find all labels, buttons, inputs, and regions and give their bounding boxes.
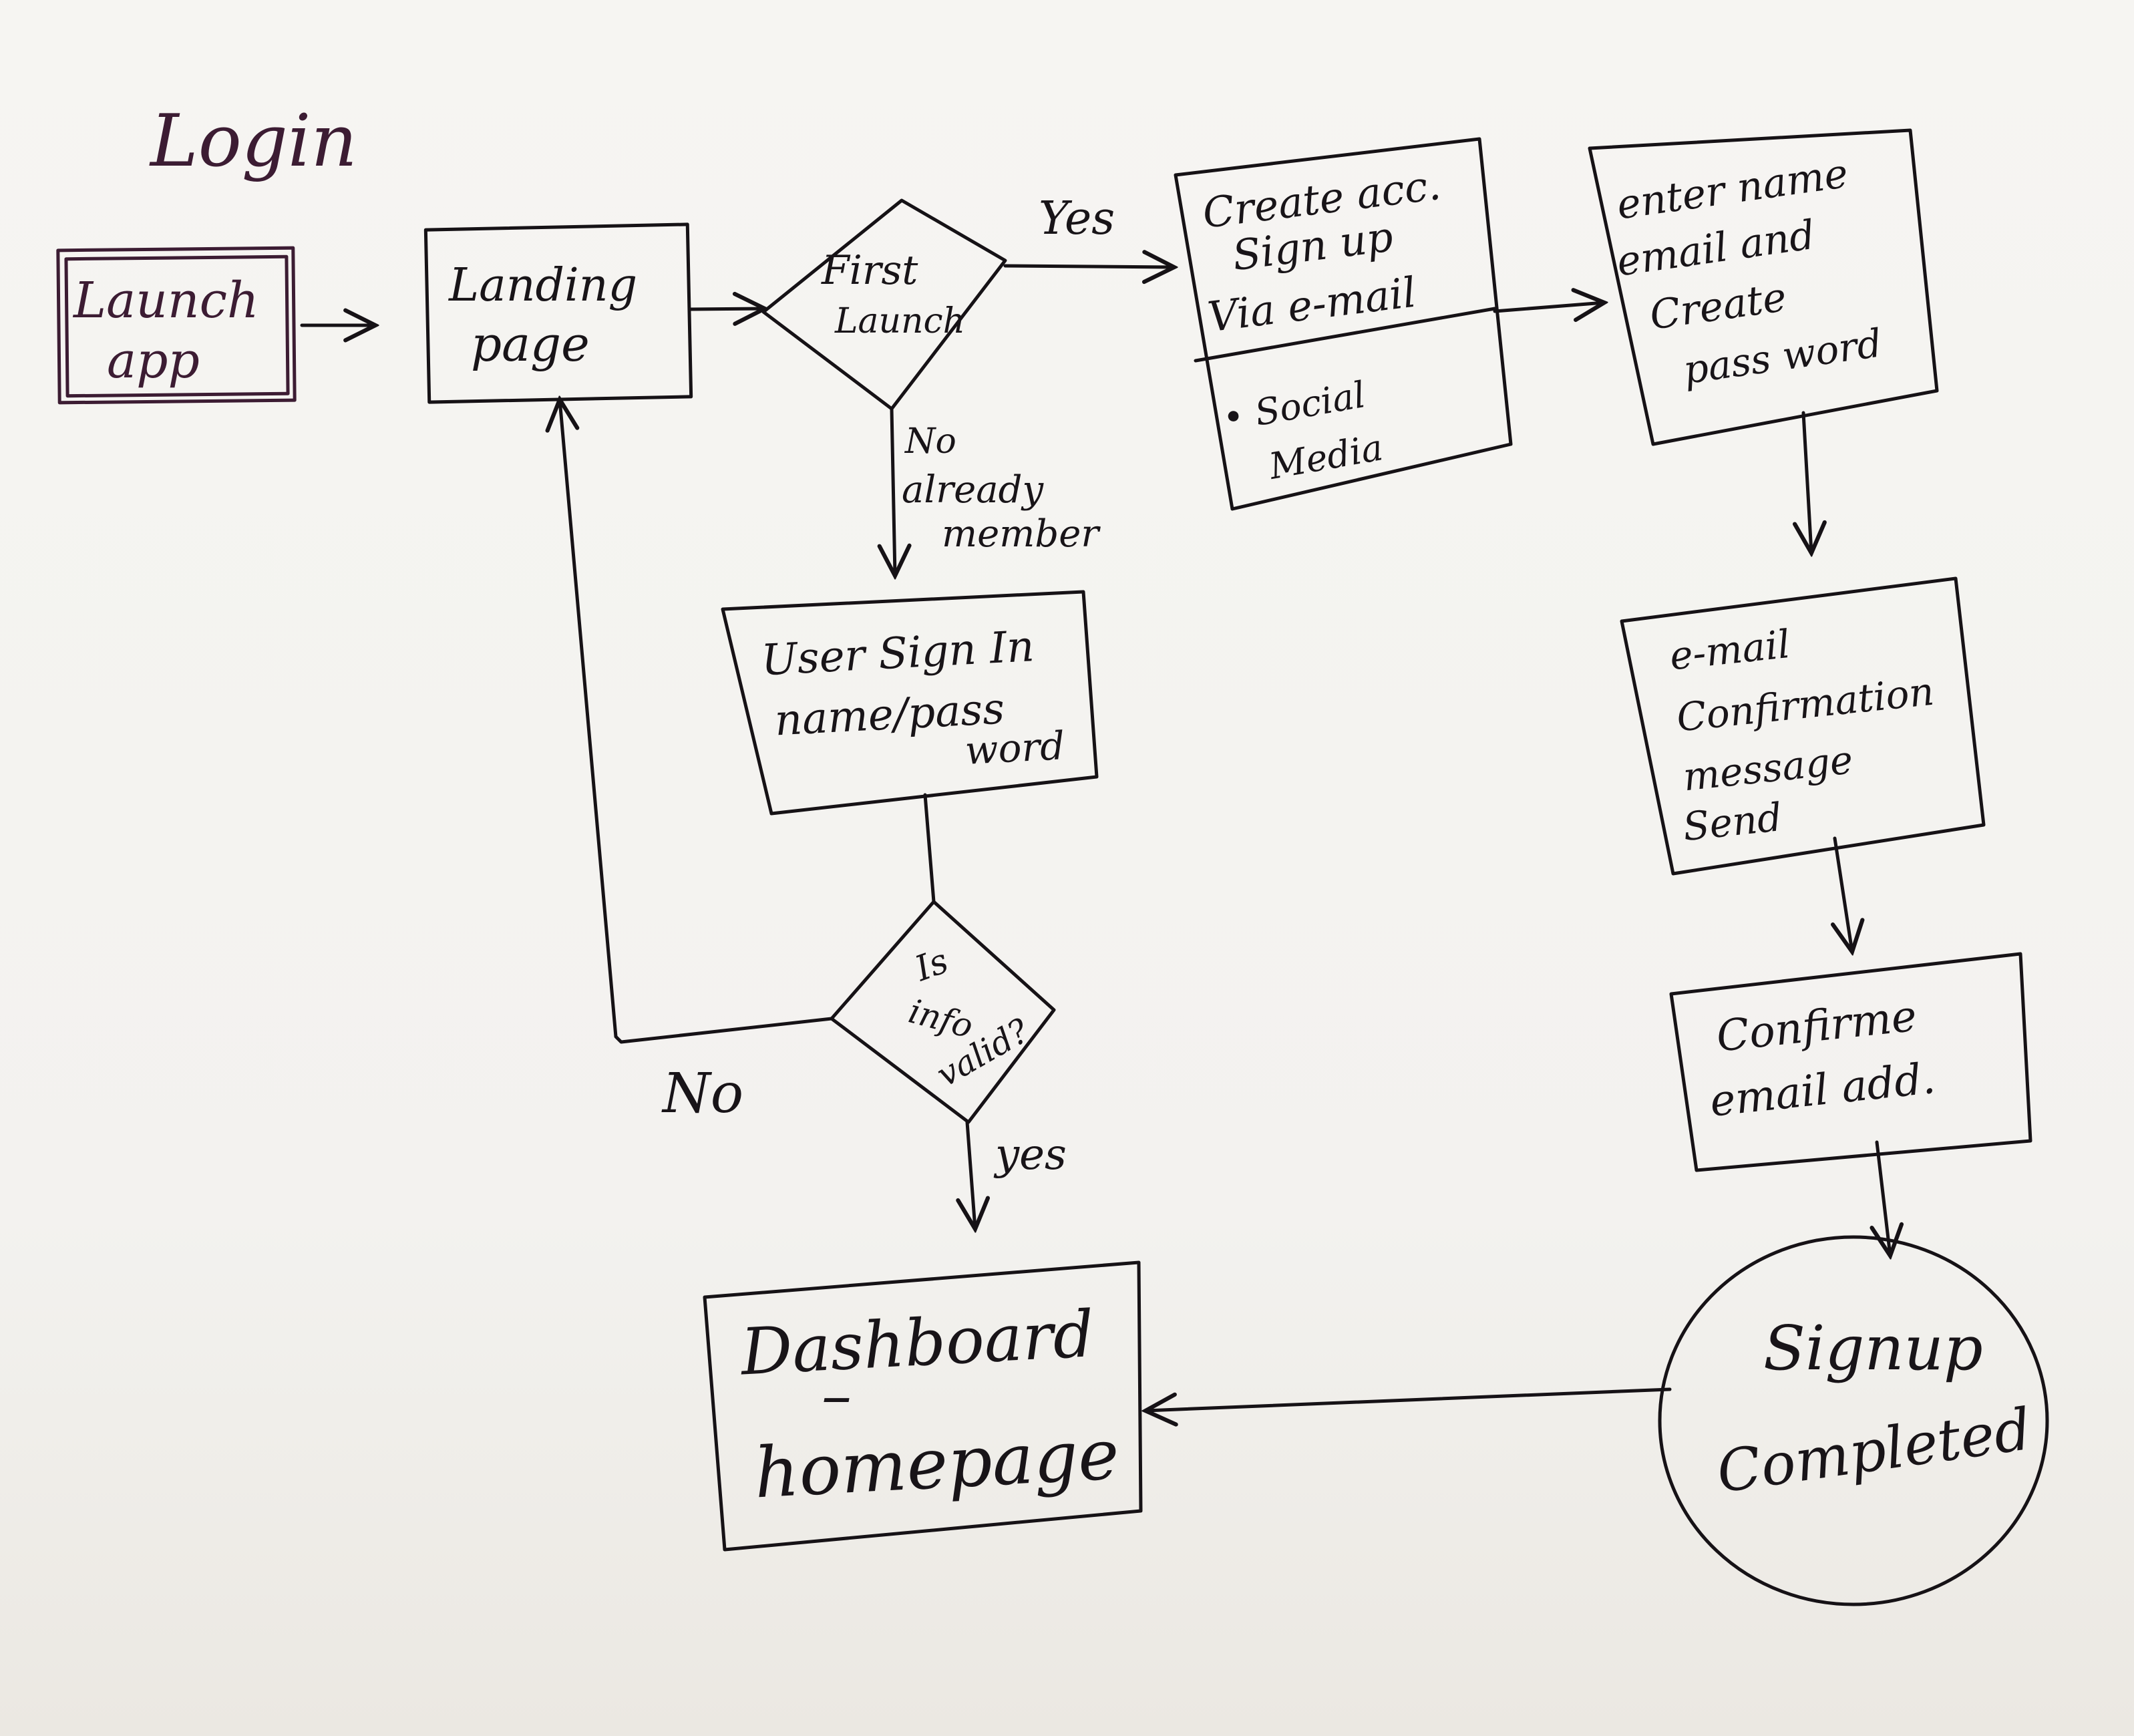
email-confirmation-line-3: message: [1681, 737, 1855, 800]
label-valid-yes: yes: [993, 1130, 1067, 1180]
node-enter-details: enter name email and Create pass word: [1588, 128, 1939, 446]
confirm-email-line-1: Confirme: [1714, 992, 1919, 1062]
edge-valid-no-to-landing: [560, 399, 834, 1044]
email-confirmation-line-1: e-mail: [1668, 621, 1793, 679]
confirm-email-line-2: email add.: [1708, 1054, 1938, 1127]
node-user-sign-in: User Sign In name/pass word: [721, 590, 1099, 816]
is-info-valid-line-2: info: [904, 992, 977, 1046]
label-first-launch-no-line-3: member: [942, 512, 1101, 556]
label-valid-no: No: [661, 1062, 743, 1125]
node-is-info-valid: Is info valid?: [830, 900, 1056, 1124]
user-sign-in-box: [721, 590, 1099, 816]
launch-app-line-1: Launch: [72, 272, 259, 329]
node-email-confirmation: e-mail Confirmation message Send: [1620, 576, 1986, 876]
dashboard-line-2: –: [822, 1361, 852, 1431]
dashboard-line-3: homepage: [752, 1413, 1121, 1514]
first-launch-line-1: First: [821, 247, 918, 294]
label-first-launch-yes: Yes: [1039, 192, 1115, 245]
dashboard-line-1: Dashboard: [737, 1296, 1095, 1390]
email-confirmation-box: [1620, 576, 1986, 876]
social-media-line-1: • Social: [1220, 373, 1369, 440]
first-launch-line-2: Launch: [834, 301, 965, 341]
dashboard-box: [703, 1260, 1143, 1552]
edge-sign-in-to-valid: [923, 793, 936, 904]
node-signup-completed: Signup Completed: [1658, 1235, 2049, 1606]
user-sign-in-line-3: word: [964, 723, 1066, 773]
launch-app-box: [56, 246, 297, 405]
edge-enter-to-email-confirmation: [1803, 411, 1811, 553]
node-first-launch: First Launch: [761, 198, 1007, 411]
edge-email-confirmation-to-confirm: [1835, 836, 1852, 952]
create-account-box: [1174, 137, 1513, 511]
email-confirmation-line-2: Confirmation: [1674, 669, 1936, 741]
confirm-email-box: [1669, 952, 2032, 1172]
is-info-valid-line-1: Is: [910, 941, 954, 990]
landing-page-box: [423, 222, 693, 404]
edge-confirm-to-signup: [1877, 1140, 1890, 1256]
user-sign-in-line-1: User Sign In: [760, 622, 1035, 685]
edge-signup-to-dashboard: [1145, 1387, 1672, 1411]
edge-valid-yes: [967, 1120, 975, 1229]
signup-completed-circle: [1658, 1235, 2049, 1606]
edge-create-to-enter: [1493, 303, 1604, 311]
label-first-launch-no-line-1: No: [904, 421, 956, 462]
node-landing-page: Landing page: [423, 222, 693, 404]
user-sign-in-line-2: name/pass: [773, 685, 1006, 746]
signup-completed-line-1: Signup: [1763, 1313, 1983, 1384]
enter-details-line-3: Create: [1647, 274, 1789, 339]
node-confirm-email: Confirme email add.: [1669, 952, 2032, 1172]
node-launch-app: Launch app: [56, 246, 297, 405]
edge-first-launch-yes: [1003, 266, 1174, 267]
label-first-launch-no-line-2: already: [902, 468, 1044, 512]
node-dashboard: Dashboard – homepage: [703, 1260, 1143, 1552]
enter-details-line-1: enter name: [1614, 150, 1851, 229]
signup-completed-line-2: Completed: [1713, 1396, 2035, 1506]
launch-app-box-inner: [64, 254, 290, 398]
email-confirmation-line-4: Send: [1680, 794, 1784, 850]
landing-page-line-2: page: [471, 316, 590, 372]
enter-details-box: [1588, 128, 1939, 446]
node-create-account: Create acc. Sign up Via e-mail • Social …: [1174, 137, 1513, 511]
edge-first-launch-no: [892, 407, 895, 576]
landing-page-line-1: Landing: [448, 259, 637, 312]
diagram-title: Login: [149, 100, 357, 183]
create-account-divider: [1194, 307, 1497, 363]
launch-app-line-2: app: [107, 332, 200, 389]
